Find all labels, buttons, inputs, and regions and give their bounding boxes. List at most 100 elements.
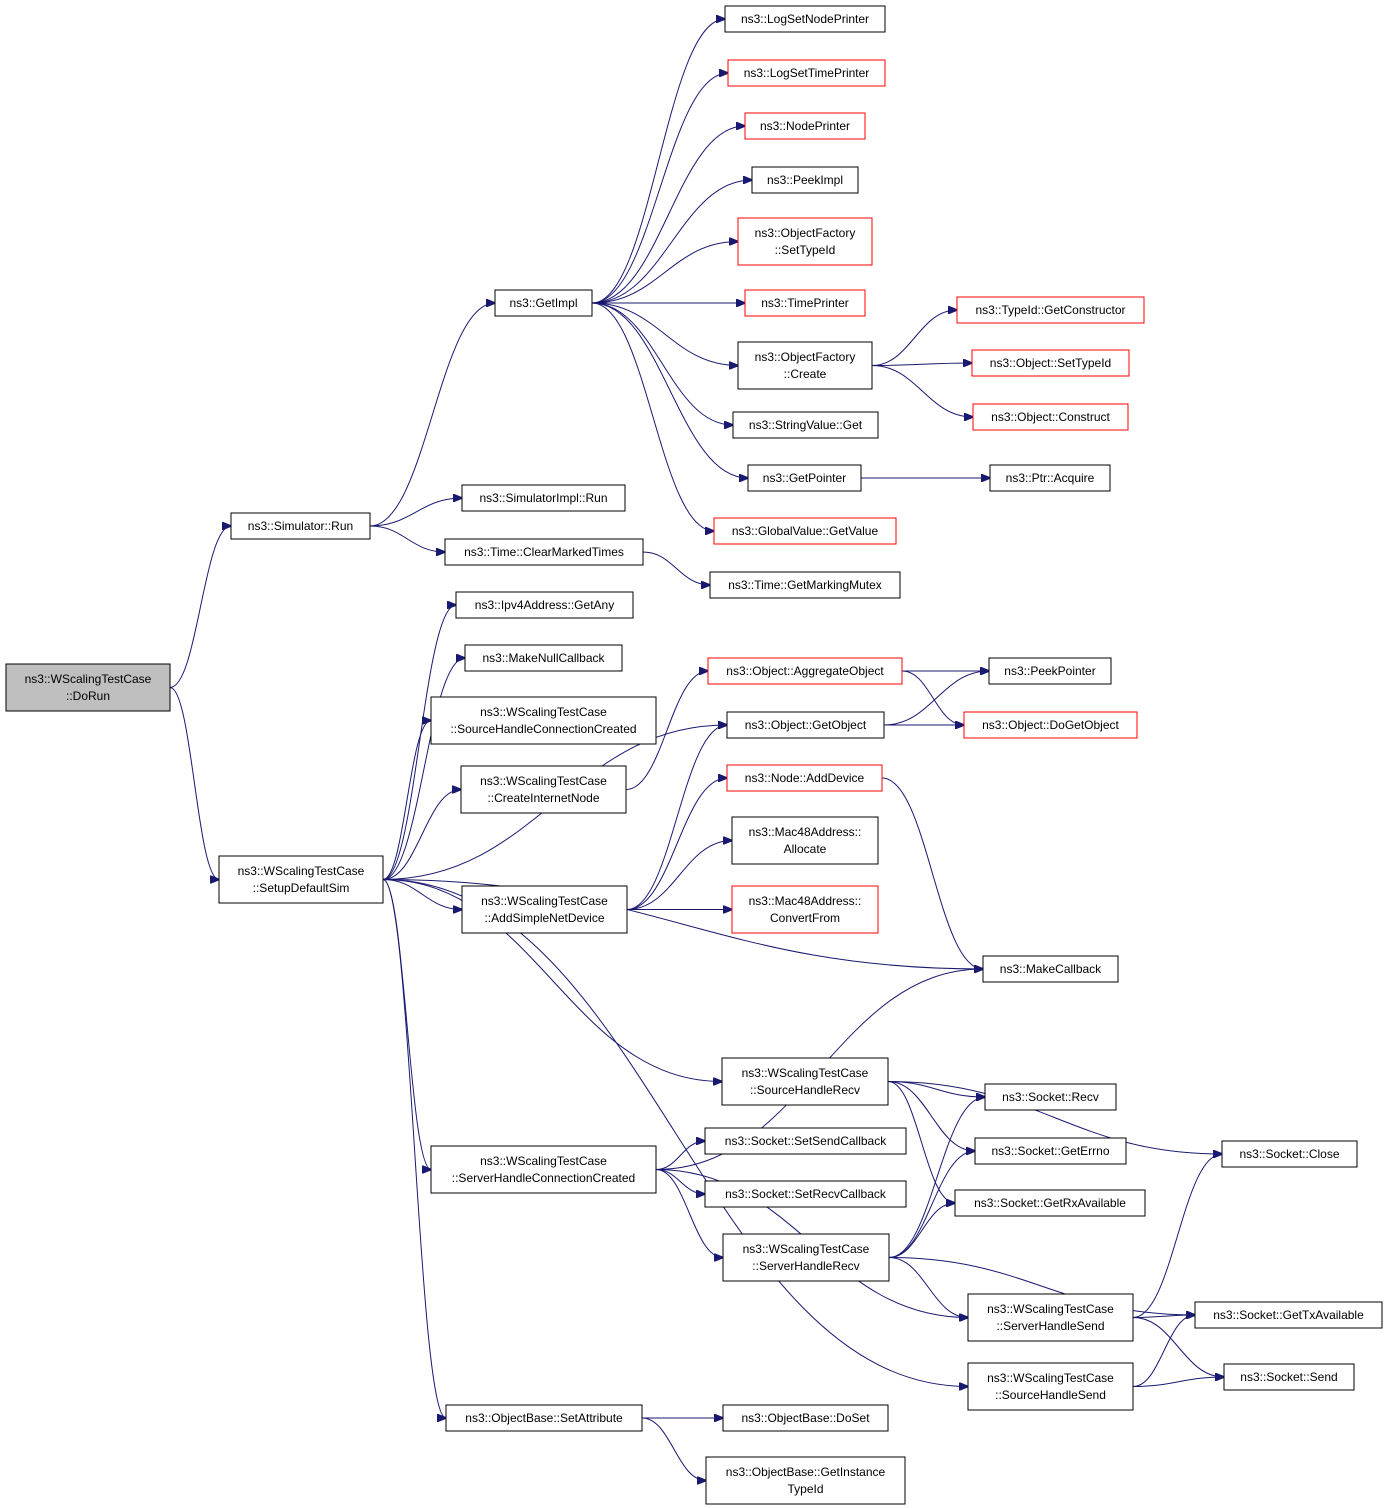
node-label: ::SourceHandleConnectionCreated bbox=[450, 722, 636, 736]
node-label: ConvertFrom bbox=[770, 911, 840, 925]
node-label: ns3::LogSetTimePrinter bbox=[744, 66, 870, 80]
node-label: ns3::Node::AddDevice bbox=[745, 771, 865, 785]
node-nullcb[interactable]: ns3::MakeNullCallback bbox=[464, 644, 623, 672]
edge-srcrecv-to-rxavail bbox=[887, 1081, 955, 1204]
node-label: ns3::Object::AggregateObject bbox=[726, 664, 884, 678]
node-box bbox=[982, 955, 1119, 983]
node-srcrecv[interactable]: ns3::WScalingTestCase::SourceHandleRecv bbox=[721, 1057, 889, 1106]
node-peekimpl[interactable]: ns3::PeekImpl bbox=[751, 166, 859, 194]
node-setrecvcb[interactable]: ns3::Socket::SetRecvCallback bbox=[704, 1180, 907, 1208]
node-label: ns3::Ptr::Acquire bbox=[1006, 471, 1095, 485]
node-setattr[interactable]: ns3::ObjectBase::SetAttribute bbox=[445, 1404, 643, 1432]
node-ofsettypeid[interactable]: ns3::ObjectFactory::SetTypeId bbox=[737, 217, 873, 266]
node-label: ns3::NodePrinter bbox=[760, 119, 850, 133]
node-box bbox=[954, 1189, 1146, 1217]
node-label: ns3::PeekPointer bbox=[1004, 664, 1095, 678]
node-ptracquire[interactable]: ns3::Ptr::Acquire bbox=[989, 464, 1111, 492]
node-createnode[interactable]: ns3::WScalingTestCase::CreateInternetNod… bbox=[460, 765, 627, 814]
node-label: ns3::WScalingTestCase bbox=[480, 1154, 607, 1168]
node-box bbox=[967, 1293, 1134, 1342]
node-label: ns3::Object::SetTypeId bbox=[990, 356, 1111, 370]
node-label: ns3::WScalingTestCase bbox=[742, 1066, 869, 1080]
edge-addsimple-to-getobject bbox=[626, 725, 727, 910]
node-label: Allocate bbox=[784, 842, 827, 856]
node-adddevice[interactable]: ns3::Node::AddDevice bbox=[726, 764, 883, 792]
node-label: ns3::WScalingTestCase bbox=[25, 672, 152, 686]
node-logsettime[interactable]: ns3::LogSetTimePrinter bbox=[727, 59, 886, 87]
node-box bbox=[430, 1145, 657, 1194]
node-dogetobject[interactable]: ns3::Object::DoGetObject bbox=[963, 711, 1138, 739]
node-objconstruct[interactable]: ns3::Object::Construct bbox=[972, 403, 1129, 431]
node-srcconncreated[interactable]: ns3::WScalingTestCase::SourceHandleConne… bbox=[430, 696, 657, 745]
node-srcsend[interactable]: ns3::WScalingTestCase::SourceHandleSend bbox=[967, 1362, 1134, 1411]
node-makecb[interactable]: ns3::MakeCallback bbox=[982, 955, 1119, 983]
node-label: ns3::Object::Construct bbox=[991, 410, 1110, 424]
edge-srvsend-to-txavail bbox=[1132, 1315, 1195, 1318]
node-rxavail[interactable]: ns3::Socket::GetRxAvailable bbox=[954, 1189, 1146, 1217]
node-label: ns3::Socket::GetRxAvailable bbox=[974, 1196, 1126, 1210]
node-getobject[interactable]: ns3::Object::GetObject bbox=[726, 711, 885, 739]
node-label: ns3::GlobalValue::GetValue bbox=[732, 524, 879, 538]
node-label: ns3::Object::GetObject bbox=[745, 718, 867, 732]
node-setsendcb[interactable]: ns3::Socket::SetSendCallback bbox=[704, 1127, 907, 1155]
node-label: ::SourceHandleSend bbox=[995, 1388, 1106, 1402]
node-setup[interactable]: ns3::WScalingTestCase::SetupDefaultSim bbox=[218, 855, 384, 904]
node-srvconncreated[interactable]: ns3::WScalingTestCase::ServerHandleConne… bbox=[430, 1145, 657, 1194]
edge-setup-to-nullcb bbox=[382, 658, 465, 880]
node-box bbox=[751, 166, 859, 194]
node-label: ns3::TypeId::GetConstructor bbox=[975, 303, 1125, 317]
node-logsetnode[interactable]: ns3::LogSetNodePrinter bbox=[724, 5, 886, 33]
node-macconvert[interactable]: ns3::Mac48Address::ConvertFrom bbox=[731, 885, 879, 934]
node-ipv4any[interactable]: ns3::Ipv4Address::GetAny bbox=[455, 591, 634, 619]
node-txavail[interactable]: ns3::Socket::GetTxAvailable bbox=[1194, 1301, 1383, 1329]
node-box bbox=[972, 403, 1129, 431]
node-simimplrun[interactable]: ns3::SimulatorImpl::Run bbox=[461, 484, 626, 512]
node-label: ns3::TimePrinter bbox=[761, 296, 849, 310]
node-ofcreate[interactable]: ns3::ObjectFactory::Create bbox=[737, 341, 873, 390]
node-label: ns3::Socket::GetErrno bbox=[991, 1144, 1109, 1158]
node-getimpl[interactable]: ns3::GetImpl bbox=[494, 289, 593, 317]
node-sockclose[interactable]: ns3::Socket::Close bbox=[1221, 1140, 1358, 1168]
node-box bbox=[713, 517, 897, 545]
node-simrun[interactable]: ns3::Simulator::Run bbox=[230, 512, 371, 540]
node-clearmarked[interactable]: ns3::Time::ClearMarkedTimes bbox=[444, 538, 644, 566]
node-strget[interactable]: ns3::StringValue::Get bbox=[732, 411, 879, 439]
node-label: ::Create bbox=[784, 367, 827, 381]
node-nodeprinter[interactable]: ns3::NodePrinter bbox=[744, 112, 866, 140]
node-addsimple[interactable]: ns3::WScalingTestCase::AddSimpleNetDevic… bbox=[461, 885, 628, 934]
node-srvrecv[interactable]: ns3::WScalingTestCase::ServerHandleRecv bbox=[722, 1233, 890, 1282]
node-box bbox=[230, 512, 371, 540]
edge-simrun-to-clearmarked bbox=[369, 525, 445, 552]
node-srvsend[interactable]: ns3::WScalingTestCase::ServerHandleSend bbox=[967, 1293, 1134, 1342]
node-getpointer[interactable]: ns3::GetPointer bbox=[747, 464, 862, 492]
node-label: ns3::Socket::Send bbox=[1240, 1370, 1337, 1384]
node-sockrecv[interactable]: ns3::Socket::Recv bbox=[984, 1083, 1117, 1111]
node-box bbox=[494, 289, 593, 317]
edge-layer bbox=[169, 19, 1224, 1481]
edge-getimpl-to-nodeprinter bbox=[591, 126, 745, 304]
node-label: ns3::Socket::SetRecvCallback bbox=[725, 1187, 887, 1201]
node-box bbox=[726, 764, 883, 792]
node-box bbox=[744, 112, 866, 140]
node-box bbox=[444, 538, 644, 566]
node-objsettypeid[interactable]: ns3::Object::SetTypeId bbox=[971, 349, 1130, 377]
node-box bbox=[724, 5, 886, 33]
node-peekpointer[interactable]: ns3::PeekPointer bbox=[988, 657, 1112, 685]
node-box bbox=[430, 696, 657, 745]
node-macalloc[interactable]: ns3::Mac48Address::Allocate bbox=[731, 816, 879, 865]
node-dorun[interactable]: ns3::WScalingTestCase::DoRun bbox=[5, 663, 171, 712]
node-socksend[interactable]: ns3::Socket::Send bbox=[1223, 1363, 1355, 1391]
node-doset[interactable]: ns3::ObjectBase::DoSet bbox=[722, 1404, 889, 1432]
edge-getimpl-to-peekimpl bbox=[591, 180, 752, 304]
node-globalget[interactable]: ns3::GlobalValue::GetValue bbox=[713, 517, 897, 545]
node-label: ::SourceHandleRecv bbox=[750, 1083, 860, 1097]
edge-dorun-to-simrun bbox=[169, 526, 231, 688]
edge-simrun-to-getimpl bbox=[369, 303, 495, 527]
node-aggregate[interactable]: ns3::Object::AggregateObject bbox=[707, 657, 903, 685]
node-getctor[interactable]: ns3::TypeId::GetConstructor bbox=[956, 296, 1145, 324]
node-markingmutex[interactable]: ns3::Time::GetMarkingMutex bbox=[709, 571, 901, 599]
node-label: ns3::StringValue::Get bbox=[749, 418, 863, 432]
node-sockerrno[interactable]: ns3::Socket::GetErrno bbox=[974, 1137, 1127, 1165]
node-timeprinter[interactable]: ns3::TimePrinter bbox=[744, 289, 866, 317]
